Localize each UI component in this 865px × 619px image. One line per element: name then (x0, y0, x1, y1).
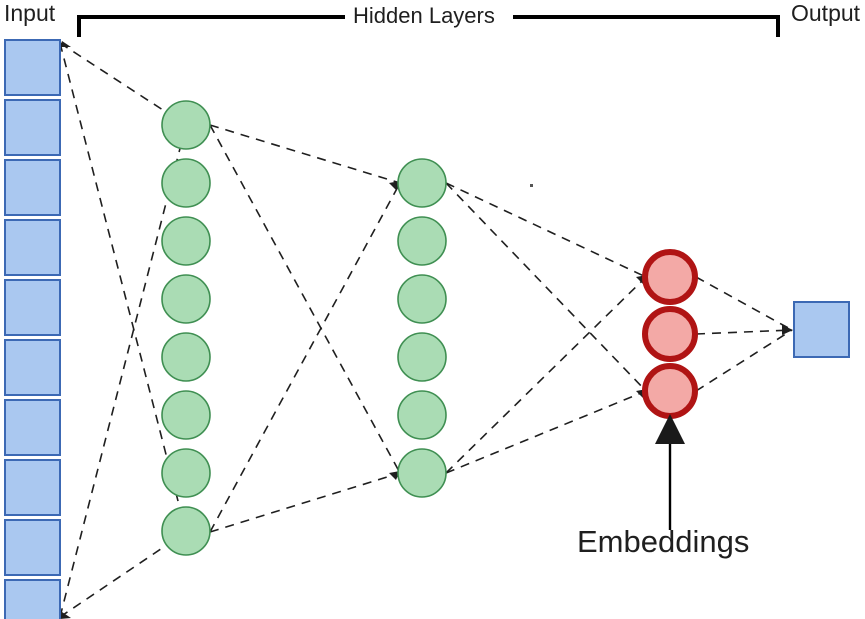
hidden-node (397, 390, 447, 440)
input-node (4, 399, 61, 456)
hidden-node (397, 216, 447, 266)
connections-hidden1-to-hidden2 (209, 124, 401, 533)
hidden-layer-2 (397, 158, 447, 498)
hidden-node (161, 158, 211, 208)
connections-input-to-hidden1 (59, 42, 187, 618)
input-node (4, 159, 61, 216)
input-node (4, 519, 61, 576)
input-node (4, 459, 61, 516)
hidden-node (161, 448, 211, 498)
artifact-dot (530, 184, 533, 187)
hidden-node (397, 158, 447, 208)
hidden-node (161, 332, 211, 382)
embedding-node (642, 363, 698, 419)
input-label: Input (4, 0, 56, 26)
input-node (4, 339, 61, 396)
hidden-node (161, 274, 211, 324)
embeddings-annotation-arrow (655, 414, 685, 530)
output-label: Output (791, 0, 861, 26)
hidden-node (161, 216, 211, 266)
embedding-node (642, 249, 698, 305)
input-node (4, 279, 61, 336)
hidden-layers-label: Hidden Layers (350, 5, 498, 27)
connections-embeddings-to-output (695, 276, 793, 392)
output-layer (793, 301, 850, 358)
embeddings-label: Embeddings (577, 524, 750, 559)
hidden-node (397, 274, 447, 324)
input-layer (4, 39, 61, 619)
hidden-layers-bracket (77, 15, 780, 37)
output-node (793, 301, 850, 358)
input-node (4, 99, 61, 156)
hidden-layer-1 (161, 100, 211, 556)
input-node (4, 579, 61, 619)
input-node (4, 219, 61, 276)
hidden-node (397, 448, 447, 498)
hidden-node (161, 100, 211, 150)
hidden-node (161, 506, 211, 556)
hidden-node (397, 332, 447, 382)
embedding-node (642, 306, 698, 362)
embedding-layer (642, 249, 698, 419)
hidden-node (161, 390, 211, 440)
input-node (4, 39, 61, 96)
connections-hidden2-to-embeddings (445, 182, 647, 474)
